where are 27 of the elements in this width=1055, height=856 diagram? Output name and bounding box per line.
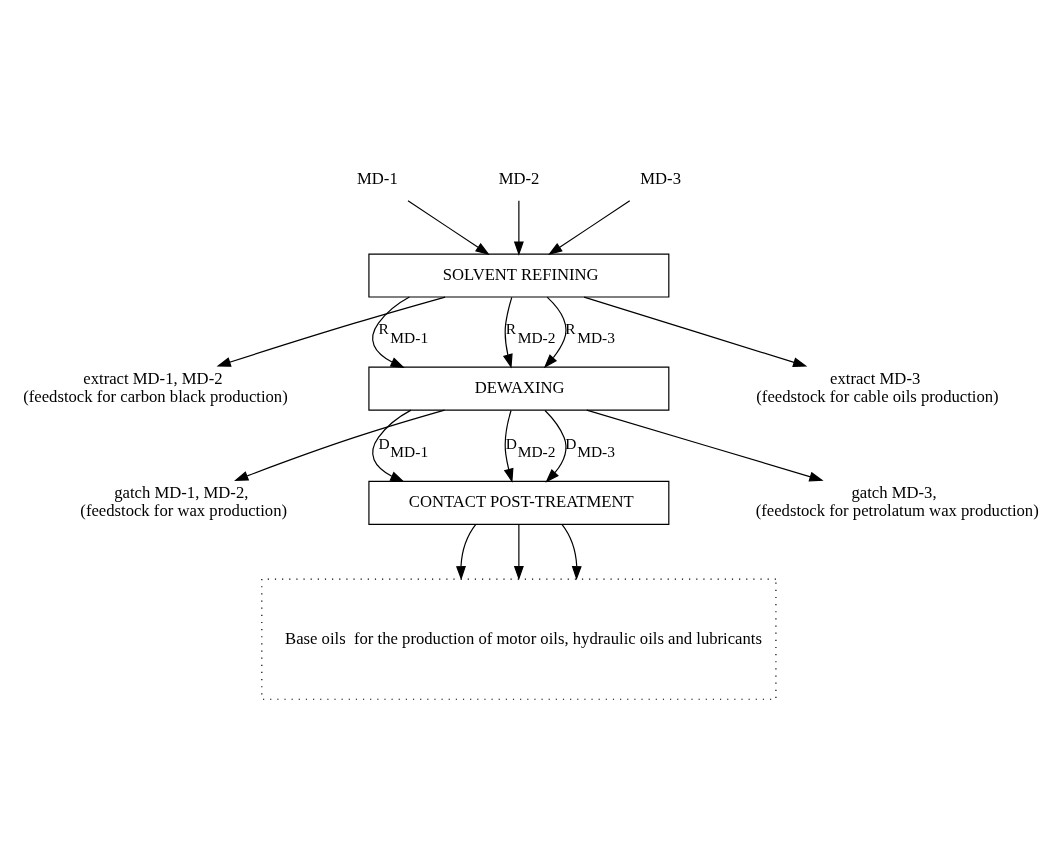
arrow (548, 199, 631, 255)
node-box: CONTACT POST-TREATMENT (368, 480, 670, 525)
arrow (544, 409, 567, 483)
arrow (372, 295, 410, 368)
node-box: Base oils for the production of motor oils, hydraulic oils and lubricants (261, 577, 777, 700)
arrow (513, 523, 524, 580)
node-text: MD-3 (640, 168, 681, 188)
arrow (456, 523, 477, 580)
arrow (561, 523, 582, 580)
arrow (407, 199, 490, 255)
node-text: MD-1 (357, 168, 398, 188)
arrow (234, 409, 446, 481)
arrow (586, 409, 824, 481)
arrow (503, 409, 514, 483)
node-box: DEWAXING (368, 366, 670, 411)
node-text: extract MD-3 (feedstock for cable oils production) (756, 368, 999, 406)
node-text: extract MD-1, MD-2 (feedstock for carbon black production) (23, 368, 288, 406)
arrow (502, 296, 513, 368)
node-text: gatch MD-3, (feedstock for petrolatum wax production) (755, 482, 1039, 520)
arrow (216, 295, 446, 367)
node-text: gatch MD-1, MD-2, (feedstock for wax production) (80, 482, 288, 520)
arrow (583, 295, 808, 367)
arrow (372, 409, 412, 482)
node-box: SOLVENT REFINING (368, 253, 670, 298)
node-text: MD-2 (498, 168, 540, 188)
arrow (543, 296, 567, 368)
arrow (513, 199, 524, 256)
